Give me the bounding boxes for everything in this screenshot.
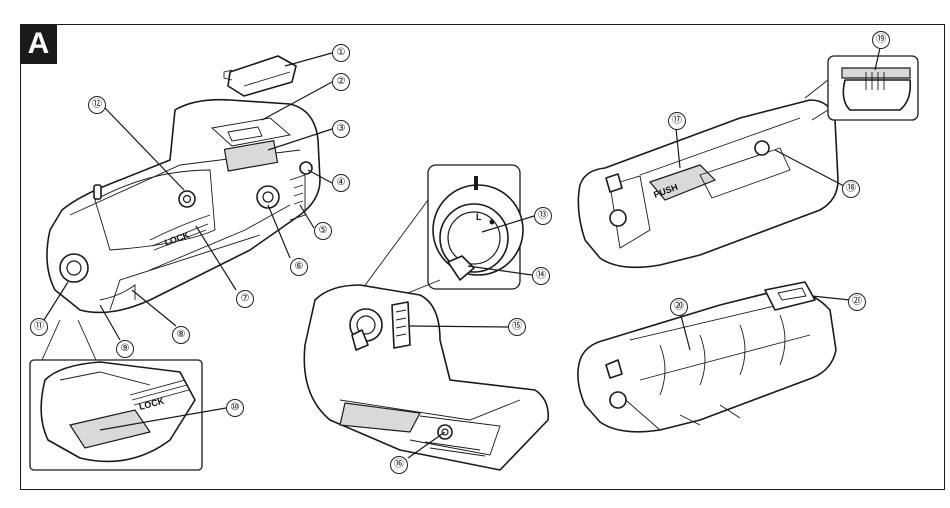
callout-10: ⑩ xyxy=(226,399,244,417)
callout-19: ⑲ xyxy=(872,31,890,49)
callout-6: ⑥ xyxy=(290,258,308,276)
callout-2: ② xyxy=(332,73,350,91)
callout-12: ⑫ xyxy=(88,96,106,114)
callout-11: ⑪ xyxy=(30,318,48,336)
callout-1: ① xyxy=(332,44,350,62)
terminal-cover xyxy=(223,55,297,97)
callout-5: ⑤ xyxy=(314,222,332,240)
callout-13: ⑬ xyxy=(534,207,552,225)
callout-9: ⑨ xyxy=(116,340,134,358)
callout-18: ⑱ xyxy=(842,180,860,198)
callout-17: ⑰ xyxy=(668,112,686,130)
callout-16: ⑯ xyxy=(390,456,408,474)
dial-inset: L xyxy=(359,164,524,306)
callout-3: ③ xyxy=(332,120,350,138)
callout-8: ⑧ xyxy=(172,326,190,344)
callout-14: ⑭ xyxy=(532,267,550,285)
leader-lines xyxy=(43,47,881,459)
figure-frame xyxy=(20,24,945,490)
battery-pack-body: LOCK xyxy=(46,98,321,314)
callout-15: ⑮ xyxy=(508,318,526,336)
callout-7: ⑦ xyxy=(236,290,254,308)
callout-21: ㉑ xyxy=(848,293,866,311)
lock-inset: LOCK xyxy=(29,319,203,471)
battery-tray-top: PUSH xyxy=(577,99,839,269)
battery-tray-aa xyxy=(577,281,837,433)
callout-4: ④ xyxy=(332,174,350,192)
l-mark: L xyxy=(476,212,482,222)
contact-inset xyxy=(804,55,919,121)
callout-20: ⑳ xyxy=(670,298,688,316)
vertical-grip xyxy=(303,284,550,471)
section-label: A xyxy=(20,24,57,64)
